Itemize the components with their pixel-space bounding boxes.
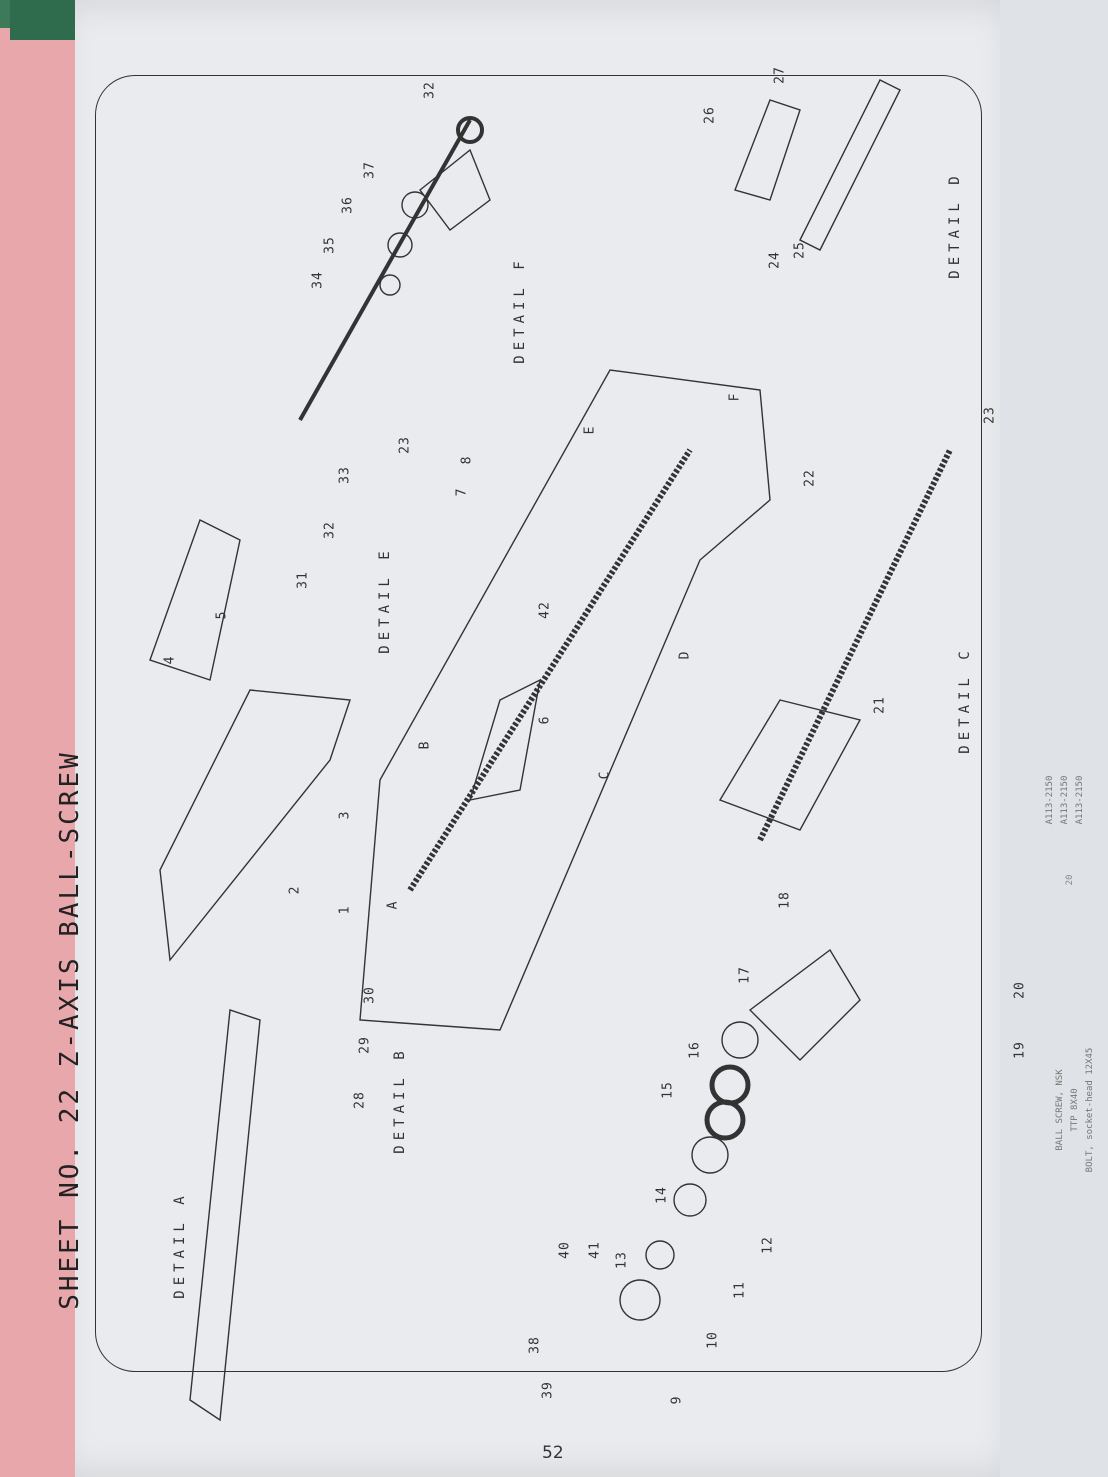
page-title: SHEET NO. 22 Z-AXIS BALL-SCREW bbox=[55, 750, 85, 1310]
arrow-label-b: B bbox=[417, 740, 433, 750]
detail-a-bearings bbox=[619, 948, 861, 1321]
detail-e-rail bbox=[149, 519, 241, 681]
part-label: 9 bbox=[669, 1395, 685, 1405]
part-label: 33 bbox=[337, 466, 353, 484]
detail-f-label: DETAIL F bbox=[512, 256, 528, 364]
arrow-label-a: A bbox=[385, 900, 401, 910]
next-page-number: 20 bbox=[1065, 874, 1075, 886]
part-label: 29 bbox=[357, 1036, 373, 1054]
part-label: 35 bbox=[322, 236, 338, 254]
part-label: 38 bbox=[527, 1336, 543, 1354]
part-label: 17 bbox=[737, 966, 753, 984]
next-page-description: BALL SCREW, NSK bbox=[1055, 1069, 1065, 1151]
detail-f-assembly bbox=[298, 116, 491, 421]
part-label: 8 bbox=[459, 455, 475, 465]
part-label: 11 bbox=[732, 1281, 748, 1299]
part-label: 40 bbox=[557, 1241, 573, 1259]
next-page-description: BOLT, socket-head 12X45 bbox=[1085, 1047, 1095, 1173]
part-label: 42 bbox=[537, 601, 553, 619]
part-label: 25 bbox=[792, 241, 808, 259]
part-label: 3 bbox=[337, 810, 353, 820]
part-label: 36 bbox=[340, 196, 356, 214]
manual-page bbox=[75, 0, 1035, 1477]
part-label: 13 bbox=[614, 1251, 630, 1269]
part-label: 28 bbox=[352, 1091, 368, 1109]
part-label: 39 bbox=[540, 1381, 556, 1399]
next-page-code: A113-2150 bbox=[1045, 775, 1055, 825]
part-label: 7 bbox=[454, 487, 470, 497]
detail-e-label: DETAIL E bbox=[377, 546, 393, 654]
nut-block bbox=[468, 678, 541, 801]
part-label: 1 bbox=[337, 905, 353, 915]
next-page-description: TTP 8X40 bbox=[1070, 1088, 1080, 1132]
part-label: 4 bbox=[162, 655, 178, 665]
part-label: 23 bbox=[982, 406, 998, 424]
diagram-frame bbox=[95, 75, 982, 1372]
part-label: 15 bbox=[660, 1081, 676, 1099]
detail-a-label: DETAIL A bbox=[172, 1191, 188, 1299]
page-number: 52 bbox=[542, 1443, 564, 1463]
part-label: 23 bbox=[397, 436, 413, 454]
part-label: 20 bbox=[1012, 981, 1028, 999]
part-label: 10 bbox=[705, 1331, 721, 1349]
arrow-label-c: C bbox=[597, 770, 613, 780]
part-label: 32 bbox=[322, 521, 338, 539]
part-label: 30 bbox=[362, 986, 378, 1004]
ball-screw bbox=[407, 448, 693, 892]
part-label: 21 bbox=[872, 696, 888, 714]
detail-c-label: DETAIL C bbox=[957, 646, 973, 754]
arrow-label-e: E bbox=[582, 425, 598, 435]
cover-plate bbox=[159, 689, 351, 962]
part-label: 31 bbox=[295, 571, 311, 589]
part-label: 32 bbox=[422, 81, 438, 99]
part-label: 12 bbox=[760, 1236, 776, 1254]
part-label: 27 bbox=[772, 66, 788, 84]
detail-d-assembly bbox=[734, 79, 901, 251]
part-label: 18 bbox=[777, 891, 793, 909]
part-label: 14 bbox=[654, 1186, 670, 1204]
part-label: 34 bbox=[310, 271, 326, 289]
part-label: 6 bbox=[537, 715, 553, 725]
part-label: 16 bbox=[687, 1041, 703, 1059]
next-page-code: A113-2150 bbox=[1060, 775, 1070, 825]
part-label: 37 bbox=[362, 161, 378, 179]
part-label: 5 bbox=[214, 610, 230, 620]
part-label: 22 bbox=[802, 469, 818, 487]
part-label: 26 bbox=[702, 106, 718, 124]
part-label: 41 bbox=[587, 1241, 603, 1259]
part-label: 2 bbox=[287, 885, 303, 895]
arrow-label-d: D bbox=[677, 650, 693, 660]
detail-b-rail bbox=[189, 1009, 261, 1422]
part-label: 19 bbox=[1012, 1041, 1028, 1059]
detail-c-assembly bbox=[718, 448, 953, 842]
detail-d-label: DETAIL D bbox=[947, 171, 963, 279]
arrow-label-f: F bbox=[727, 392, 743, 402]
detail-b-label: DETAIL B bbox=[392, 1046, 408, 1154]
part-label: 24 bbox=[767, 251, 783, 269]
next-page-code: A113-2150 bbox=[1075, 775, 1085, 825]
base-casting bbox=[359, 369, 771, 1031]
next-page bbox=[1000, 0, 1108, 1477]
